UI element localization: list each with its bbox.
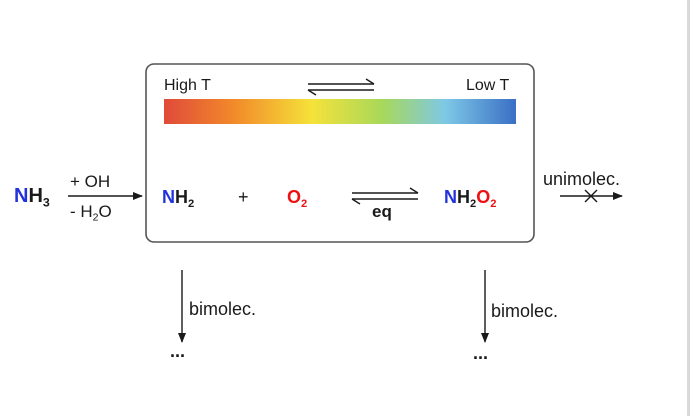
nh2o2-formula: NH2O2 xyxy=(444,187,497,210)
temperature-equilibrium-arrows xyxy=(307,78,375,96)
right-edge-divider xyxy=(687,0,690,416)
nh2-formula: NH2 xyxy=(162,187,195,210)
eq-arrows xyxy=(351,187,419,205)
unimolecular-label: unimolec. xyxy=(543,169,621,189)
bimolecular-right-label: bimolec. xyxy=(491,301,559,321)
nh3-formula: NH3 xyxy=(14,185,50,210)
plus-sign: + xyxy=(238,187,249,207)
bimolecular-left-dots: ... xyxy=(170,341,186,361)
low-t-label: Low T xyxy=(466,77,510,94)
high-t-label: High T xyxy=(164,77,211,94)
o2-formula: O2 xyxy=(287,187,308,210)
reagent-above-label: + OH xyxy=(70,172,111,191)
temperature-gradient-bar xyxy=(164,99,516,124)
cross-mark xyxy=(584,189,598,203)
reagent-below-label: - H2O xyxy=(70,202,112,224)
eq-label: eq xyxy=(372,202,392,221)
bimolecular-right-dots: ... xyxy=(473,343,489,363)
bimolecular-left-label: bimolec. xyxy=(189,299,257,319)
